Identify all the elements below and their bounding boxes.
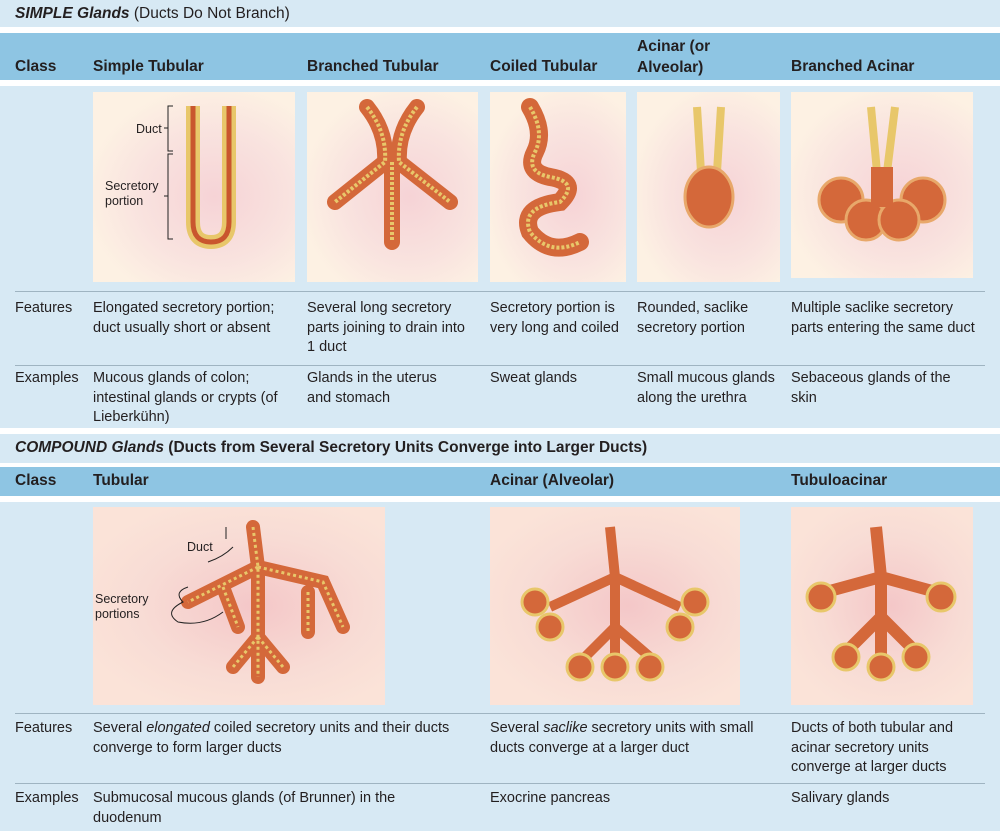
features-label: Features: [15, 720, 73, 736]
example-text: Small mucous glands along the urethra: [637, 370, 775, 406]
feature-text: Rounded, saclike secretory portion: [637, 300, 749, 336]
text: secretory units with small ducts converg…: [490, 720, 754, 756]
example-text: Sweat glands: [490, 370, 578, 386]
simple-title-bar: SIMPLE Glands (Ducts Do Not Branch): [0, 0, 1000, 27]
column-header: Tubuloacinar: [791, 472, 888, 489]
branched-acinar-diagram: [791, 92, 973, 278]
example-text: Sebaceous glands of the skin: [791, 370, 951, 406]
divider: [15, 291, 985, 292]
simple-body: Duct Secretory portion Features Elongate…: [0, 86, 1000, 428]
feature-text: Several saclike secretory units with sma…: [490, 719, 780, 758]
column-header: Acinar (or Alveolar): [637, 38, 711, 76]
text: coiled secretory units and their ducts c…: [93, 720, 450, 756]
examples-label: Examples: [15, 370, 79, 386]
duct-label: Duct: [136, 122, 162, 136]
feature-text: Several long secretory parts joining to …: [307, 300, 465, 355]
simple-tubular-diagram: Duct Secretory portion: [93, 92, 295, 282]
feature-text: Secretory portion is very long and coile…: [490, 300, 619, 336]
simple-title-rest: (Ducts Do Not Branch): [133, 5, 290, 22]
class-header: Class: [15, 472, 57, 489]
example-text: Submucosal mucous glands (of Brunner) in…: [93, 790, 396, 826]
simple-header-row: Class Simple Tubular Branched Tubular Co…: [0, 33, 1000, 80]
emphasis: elongated: [146, 720, 210, 736]
simple-title-emphasis: SIMPLE Glands: [15, 5, 130, 22]
divider: [15, 783, 985, 784]
column-header: Acinar (Alveolar): [490, 472, 615, 489]
duct-label: Duct: [187, 540, 213, 554]
tubuloacinar-diagram: [791, 507, 973, 705]
compound-tubular-diagram: Duct Secretory portions: [93, 507, 385, 705]
simple-title: SIMPLE Glands (Ducts Do Not Branch): [0, 0, 1000, 27]
feature-text: Ducts of both tubular and acinar secreto…: [791, 719, 976, 778]
feature-text: Several elongated coiled secretory units…: [93, 719, 453, 758]
text: Several: [490, 720, 544, 736]
compound-title: COMPOUND Glands (Ducts from Several Secr…: [0, 434, 1000, 461]
example-text: Salivary glands: [791, 790, 890, 806]
example-text: Glands in the uterus and stomach: [307, 370, 437, 406]
branched-tubular-diagram: [307, 92, 478, 282]
emphasis: saclike: [543, 720, 588, 736]
column-header: Branched Acinar: [791, 58, 915, 75]
column-header: Branched Tubular: [307, 58, 439, 75]
secretory-portion-label: Secretory portion: [105, 179, 159, 208]
example-text: Mucous glands of colon; intestinal gland…: [93, 370, 278, 425]
feature-text: Elongated secretory portion; duct usuall…: [93, 300, 275, 336]
compound-title-rest: (Ducts from Several Secretory Units Conv…: [168, 439, 648, 456]
column-header: Coiled Tubular: [490, 58, 598, 75]
text: Ducts of both tubular and acinar secreto…: [791, 720, 954, 775]
text: Several: [93, 720, 147, 736]
column-header: Simple Tubular: [93, 58, 204, 75]
compound-body: Duct Secretory portions Features Several…: [0, 502, 1000, 831]
divider: [15, 713, 985, 714]
secretory-portions-label: Secretory portions: [95, 592, 149, 621]
features-label: Features: [15, 300, 73, 316]
compound-title-bar: COMPOUND Glands (Ducts from Several Secr…: [0, 434, 1000, 463]
feature-text: Multiple saclike secretory parts enterin…: [791, 300, 975, 336]
divider: [15, 365, 985, 366]
compound-title-emphasis: COMPOUND Glands: [15, 439, 164, 456]
compound-header-row: Class Tubular Acinar (Alveolar) Tubuloac…: [0, 467, 1000, 496]
class-header: Class: [15, 58, 57, 75]
coiled-tubular-diagram: [490, 92, 626, 282]
column-header: Tubular: [93, 472, 149, 489]
example-text: Exocrine pancreas: [490, 790, 611, 806]
examples-label: Examples: [15, 790, 79, 806]
compound-acinar-diagram: [490, 507, 740, 705]
acinar-diagram: [637, 92, 780, 282]
